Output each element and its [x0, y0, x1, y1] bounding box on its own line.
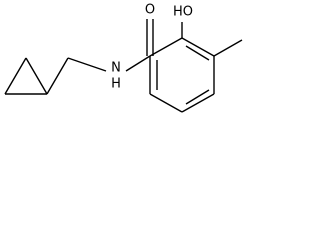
hydroxyl-label: HO: [173, 5, 193, 20]
cyclopropyl-ring: [4, 57, 48, 95]
bond-n-to-carbonyl: [125, 55, 151, 72]
ring-bond-2: [181, 37, 215, 57]
amide-nitrogen-label: N: [111, 61, 121, 76]
carbonyl-oxygen-label: O: [145, 3, 155, 18]
skeletal-structure: O HO N H: [4, 3, 243, 113]
ring-bond-5: [149, 93, 183, 113]
bond-ring-to-methyl: [213, 39, 243, 57]
ring-bond-1: [149, 37, 183, 57]
ring-bond-4: [181, 93, 215, 113]
bond-ch2-to-n: [67, 57, 107, 72]
bond-ring-to-ch2: [46, 57, 69, 95]
inner-double-bond-bottom: [185, 89, 210, 105]
inner-double-bond-top: [185, 45, 210, 61]
ring-bond-right: [25, 57, 48, 95]
ring-bond-left: [4, 57, 27, 95]
benzene-ring: [149, 37, 215, 113]
amide-hydrogen-label: H: [111, 77, 121, 92]
